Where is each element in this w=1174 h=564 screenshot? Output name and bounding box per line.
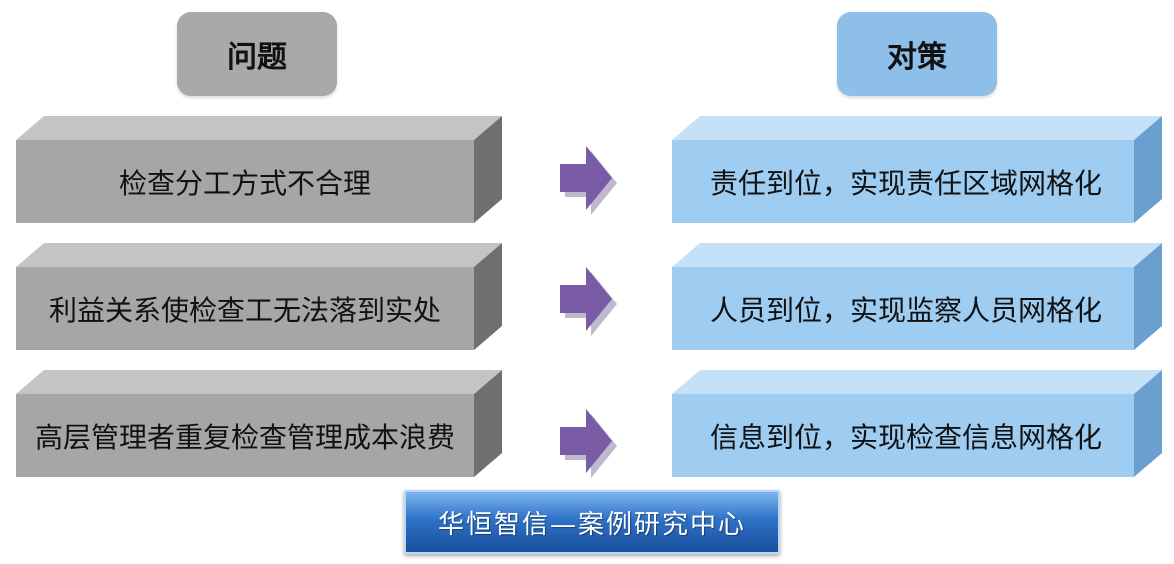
solution-label: 人员到位，实现监察人员网格化	[709, 293, 1102, 327]
solution-header: 对策	[837, 12, 997, 96]
problem-label: 检查分工方式不合理	[118, 166, 371, 200]
arrow-right-icon	[560, 409, 617, 478]
solution-block: 人员到位，实现监察人员网格化	[672, 243, 1162, 353]
problem-block: 高层管理者重复检查管理成本浪费	[16, 370, 506, 480]
problem-label: 利益关系使检查工无法落到实处	[48, 293, 441, 327]
solution-label: 责任到位，实现责任区域网格化	[709, 166, 1102, 200]
arrow-right-icon	[560, 267, 617, 336]
problem-label: 高层管理者重复检查管理成本浪费	[34, 420, 455, 454]
solution-label: 信息到位，实现检查信息网格化	[709, 420, 1102, 454]
problem-block: 利益关系使检查工无法落到实处	[16, 243, 506, 353]
solution-block: 责任到位，实现责任区域网格化	[672, 116, 1162, 226]
solution-block: 信息到位，实现检查信息网格化	[672, 370, 1162, 480]
arrow-right-icon	[560, 146, 617, 215]
watermark-banner: 华恒智信—案例研究中心	[404, 490, 780, 554]
problem-block: 检查分工方式不合理	[16, 116, 506, 226]
problem-header: 问题	[177, 12, 337, 96]
